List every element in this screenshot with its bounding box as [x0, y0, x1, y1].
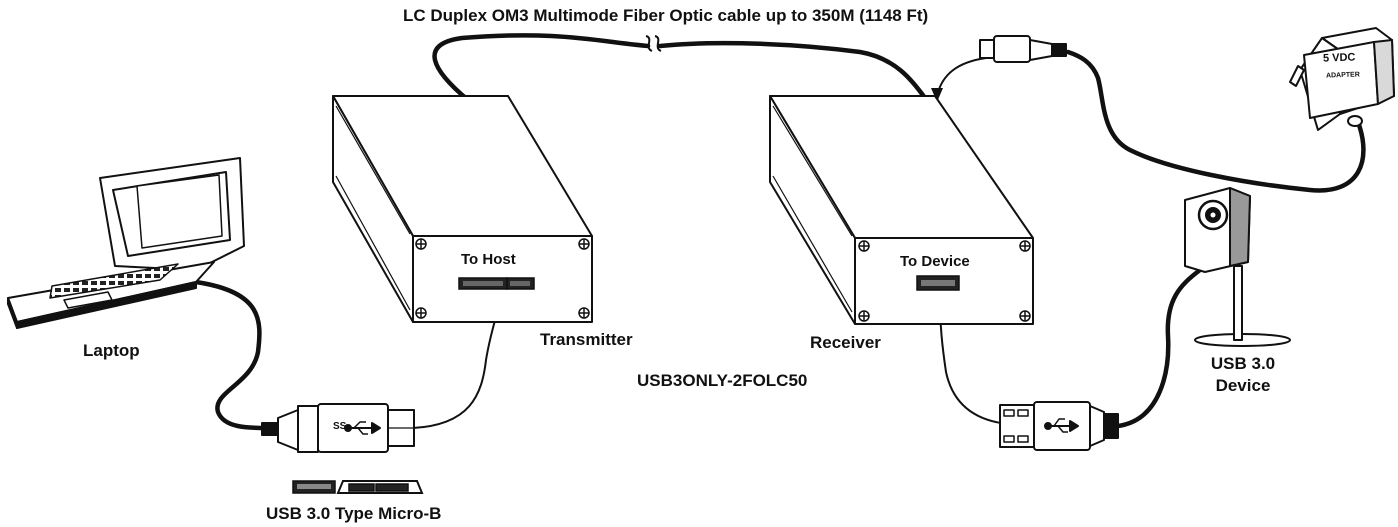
micro-b-usb-plug [261, 403, 415, 453]
usb-ss-marking: SS [333, 421, 347, 432]
usb-a-port [916, 275, 960, 291]
usb-device-label-line1: USB 3.0 [1210, 354, 1276, 373]
usb-device-label-line2: Device [1215, 376, 1271, 395]
adapter-voltage: 5 VDC [1322, 51, 1356, 65]
micro-b-caption: USB 3.0 Type Micro-B [266, 504, 442, 523]
usb-trident-icon [344, 421, 381, 435]
to-host-label: To Host [461, 251, 516, 268]
usb-3-micro-b-connector-icon [292, 480, 424, 494]
cable-break-mark [645, 35, 662, 52]
fiber-optic-cable [432, 33, 928, 103]
device-usb-cable [1115, 267, 1203, 429]
power-in-arrow [931, 88, 943, 102]
fiber-cable-title: LC Duplex OM3 Multimode Fiber Optic cabl… [403, 6, 929, 25]
model-number-label: USB3ONLY-2FOLC50 [637, 371, 808, 390]
usb-3-device-camera [1184, 187, 1291, 347]
transmitter-box [332, 95, 593, 323]
transmitter-screws [415, 238, 590, 319]
laptop-usb-cable [193, 279, 271, 431]
receiver-screws [858, 240, 1031, 322]
transmitter-label: Transmitter [540, 330, 633, 349]
power-arrow-line [936, 57, 987, 97]
usb-a-plug [999, 401, 1119, 451]
to-device-label: To Device [900, 253, 970, 270]
micro-b-port [458, 277, 535, 290]
adapter-label: ADAPTER [1325, 71, 1360, 80]
power-adapter [1289, 27, 1395, 131]
usb-device-label: USB 3.0 Device [1208, 353, 1278, 397]
laptop-label: Laptop [83, 341, 140, 360]
receiver-label: Receiver [810, 333, 881, 352]
dc-power-plug [979, 35, 1067, 63]
receiver-box [769, 95, 1034, 325]
usb-trident-icon [1044, 418, 1079, 433]
laptop [7, 157, 245, 329]
power-cable [1065, 49, 1366, 193]
